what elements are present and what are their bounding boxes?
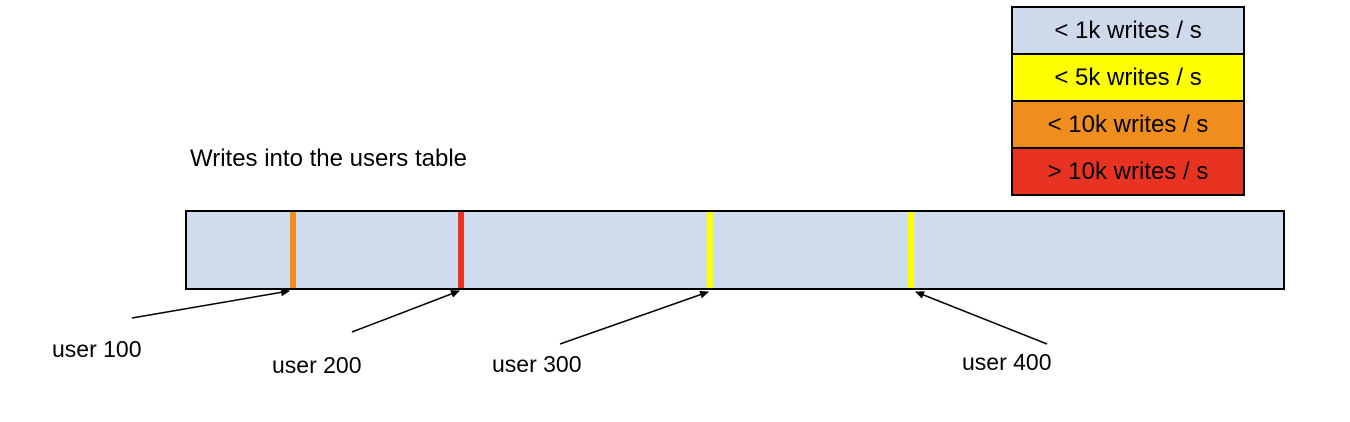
write-rate-legend: < 1k writes / s < 5k writes / s < 10k writ… [1011, 6, 1245, 196]
legend-item: > 10k writes / s [1011, 147, 1245, 196]
hotspot-marker-user-300 [707, 212, 713, 288]
user-label: user 100 [52, 336, 142, 362]
users-table-bar [185, 210, 1285, 290]
legend-item-label: < 10k writes / s [1047, 110, 1209, 138]
arrow-connector [351, 290, 460, 333]
arrow-connector [915, 291, 1048, 345]
legend-item-label: < 1k writes / s [1054, 16, 1202, 44]
hotspot-marker-user-400 [908, 212, 914, 288]
arrow-connector [559, 290, 709, 345]
legend-item: < 10k writes / s [1011, 100, 1245, 149]
user-label: user 300 [492, 351, 582, 377]
legend-item-label: < 5k writes / s [1054, 63, 1202, 91]
arrow-connector [131, 288, 290, 319]
diagram-title: Writes into the users table [190, 145, 468, 172]
hotspot-marker-user-100 [290, 212, 296, 288]
legend-item-label: > 10k writes / s [1047, 157, 1209, 185]
hotspot-marker-user-200 [458, 212, 464, 288]
user-label: user 400 [962, 349, 1052, 375]
legend-item: < 1k writes / s [1011, 6, 1245, 55]
user-label: user 200 [272, 352, 362, 378]
legend-item: < 5k writes / s [1011, 53, 1245, 102]
